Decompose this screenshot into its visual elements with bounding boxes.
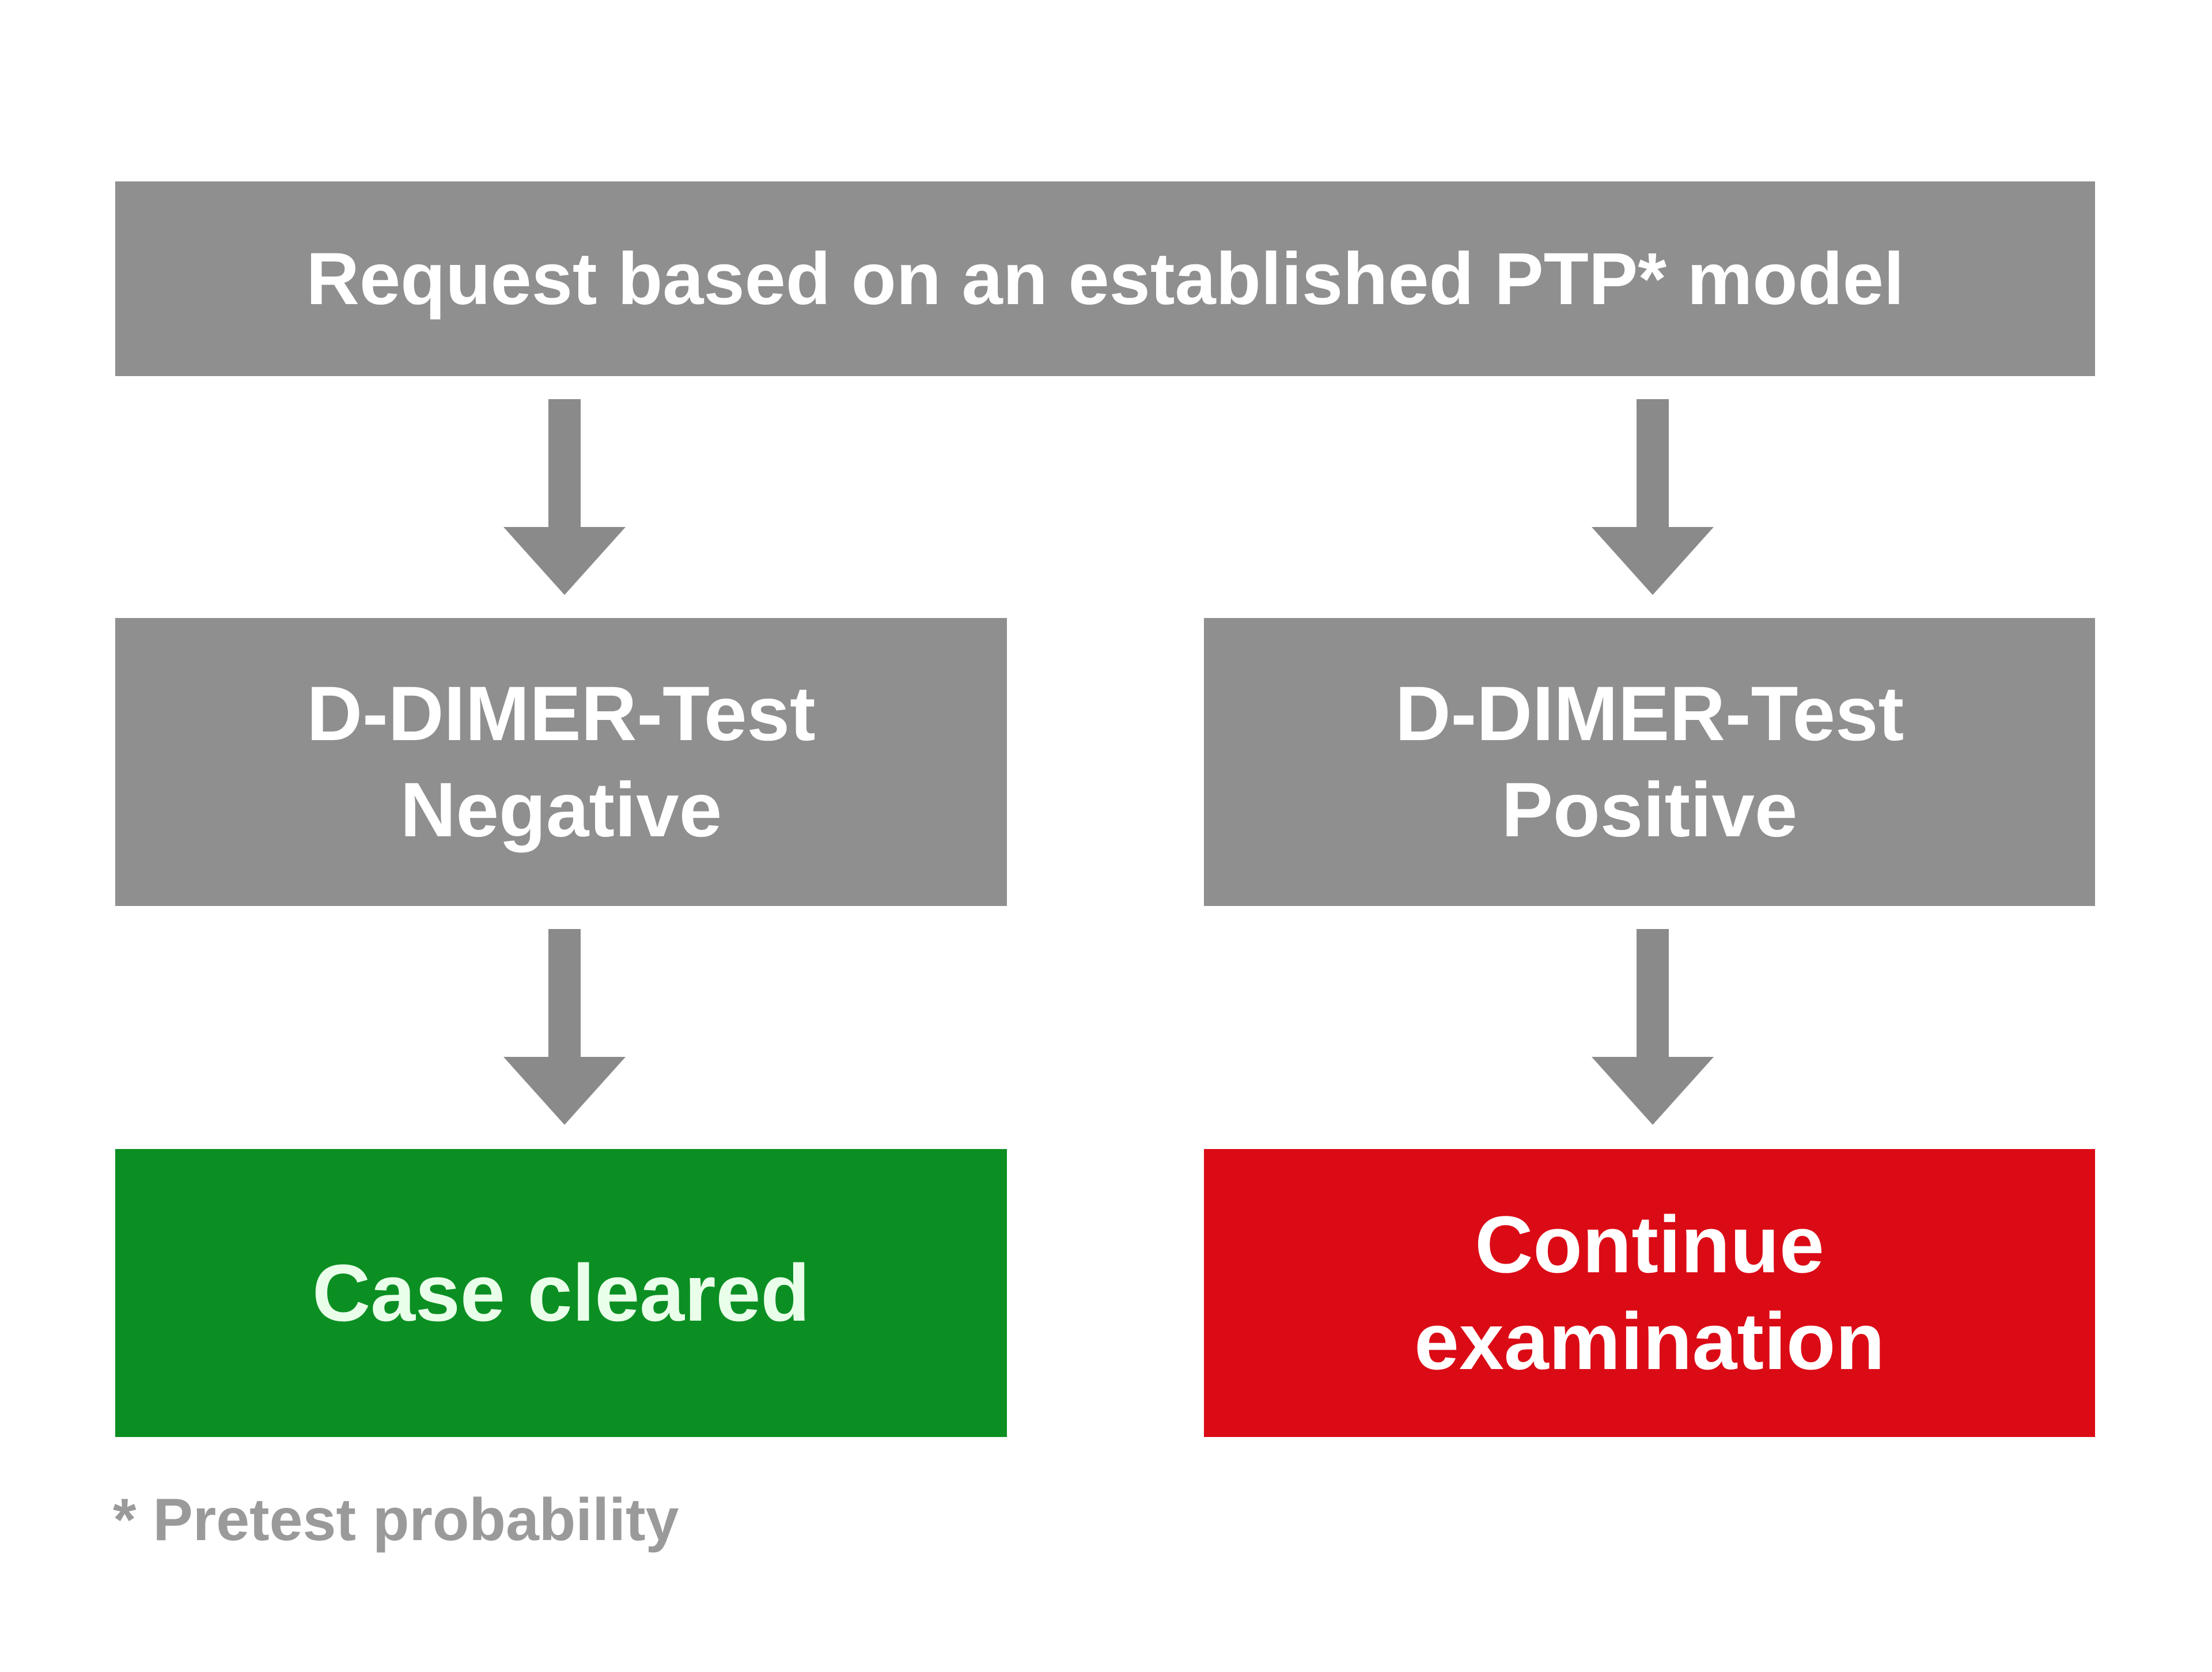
down-arrow-icon	[503, 399, 626, 595]
down-arrow-icon	[1592, 929, 1714, 1125]
case-cleared-box: Case cleared	[115, 1149, 1007, 1437]
d-dimer-negative-line2: Negative	[400, 767, 722, 853]
continue-examination-line2: examination	[1414, 1296, 1885, 1386]
d-dimer-positive-line2: Positive	[1501, 767, 1798, 853]
down-arrow-icon	[1592, 399, 1714, 595]
case-cleared-label: Case cleared	[312, 1248, 810, 1338]
ptp-request-box: Request based on an established PTP* mod…	[115, 181, 2095, 376]
d-dimer-positive-box: D-DIMER-Test Positive	[1204, 618, 2095, 906]
continue-examination-line1: Continue	[1475, 1199, 1824, 1290]
ptp-request-label: Request based on an established PTP* mod…	[306, 237, 1904, 320]
footnote: * Pretest probability	[113, 1487, 679, 1553]
down-arrow-icon	[503, 929, 626, 1125]
d-dimer-negative-box: D-DIMER-Test Negative	[115, 618, 1007, 906]
continue-examination-box: Continue examination	[1204, 1149, 2095, 1437]
d-dimer-negative-line1: D-DIMER-Test	[306, 670, 816, 757]
d-dimer-positive-line1: D-DIMER-Test	[1395, 670, 1904, 757]
